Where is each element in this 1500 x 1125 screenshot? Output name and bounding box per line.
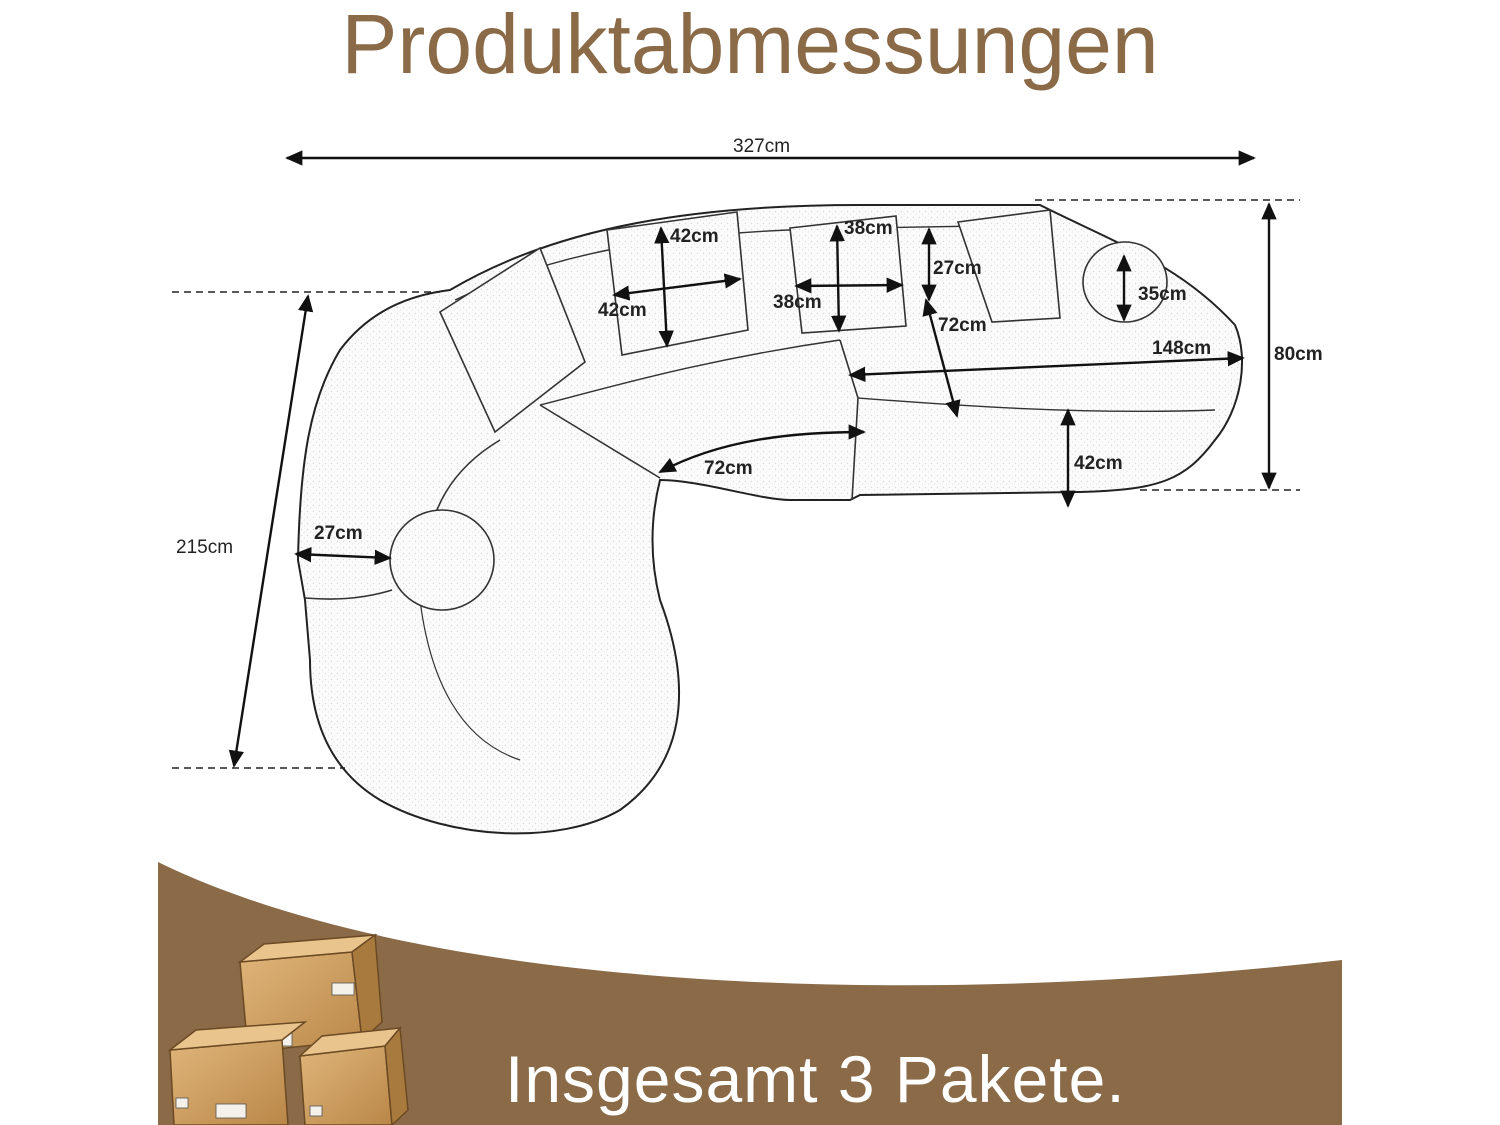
package-count-text: Insgesamt 3 Pakete. xyxy=(505,1042,1126,1116)
reference-lines xyxy=(172,199,1300,769)
label-total-depth: 215cm xyxy=(176,537,233,558)
label-pillow42-h: 42cm xyxy=(670,226,719,247)
seat-front-edge-right xyxy=(857,397,1216,413)
pillow-corner xyxy=(438,246,586,434)
arrow-total-depth xyxy=(228,294,314,768)
arrow-pillow42-w xyxy=(612,273,742,301)
boxes-icon xyxy=(167,933,409,1125)
sofa-illustration xyxy=(296,204,1244,835)
footer-band xyxy=(158,862,1342,1125)
label-corner-width: 72cm xyxy=(704,458,753,479)
label-seat-depth: 72cm xyxy=(938,315,987,336)
label-pillow42-w: 42cm xyxy=(598,300,647,321)
seat-front-edge xyxy=(539,339,841,406)
chaise-inner-curve xyxy=(419,599,521,761)
label-pillow38-h: 38cm xyxy=(844,218,893,239)
arrow-pillow38-w xyxy=(794,277,904,294)
label-armrest-width: 27cm xyxy=(314,523,363,544)
page-title: Produktabmessungen xyxy=(341,0,1159,91)
dimension-labels: 327cm 80cm 215cm 42cm 42cm 38cm 38cm 27c… xyxy=(176,136,1323,558)
label-chaise-length: 148cm xyxy=(1152,338,1211,359)
label-total-width: 327cm xyxy=(733,136,790,157)
arrow-armrest-width xyxy=(294,546,392,566)
seat-seam-1 xyxy=(539,404,661,479)
label-height: 80cm xyxy=(1274,344,1323,365)
bolster-pillow-left xyxy=(389,509,495,611)
arrow-chaise-length xyxy=(848,350,1245,383)
label-bolster-h: 35cm xyxy=(1138,284,1187,305)
arrow-corner-width xyxy=(658,424,866,474)
pillow-small-back xyxy=(956,209,1061,323)
label-pillow38-w: 38cm xyxy=(773,292,822,313)
dimension-arrows xyxy=(228,150,1277,768)
label-backrest-h: 27cm xyxy=(933,258,982,279)
label-seat-height: 42cm xyxy=(1074,453,1123,474)
pillow-square-38 xyxy=(789,215,907,334)
